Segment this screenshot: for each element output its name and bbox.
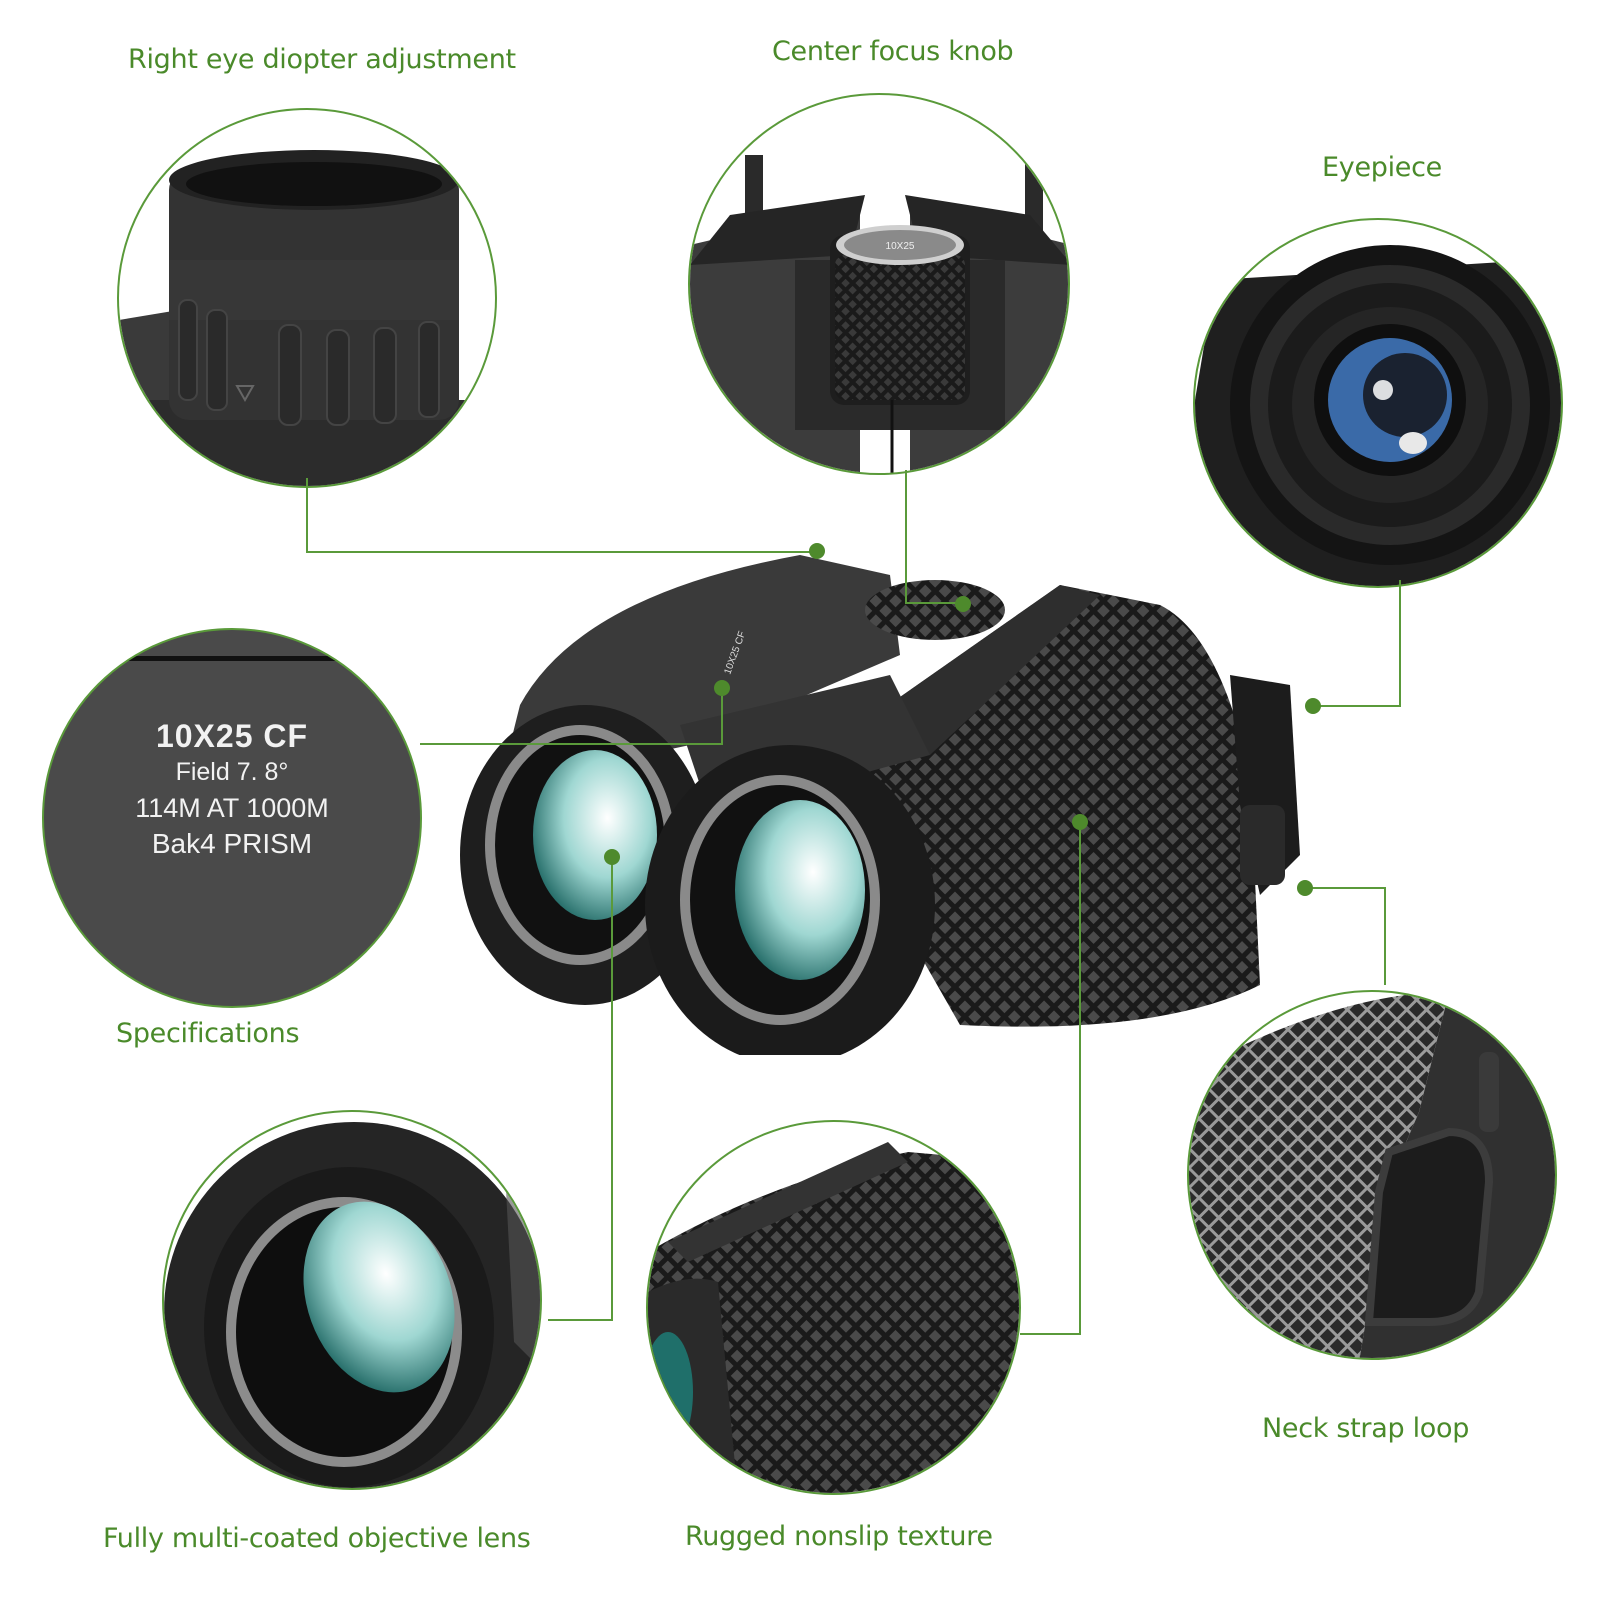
eyepiece-image [1195,245,1561,586]
detail-circle-specifications: 10X25 CF Field 7. 8° 114M AT 1000M Bak4 … [42,628,422,1008]
label-focus-knob: Center focus knob [772,36,1014,67]
diopter-marker-icon [235,385,255,403]
binoculars-main-image: 10X25 CF [460,555,1300,1055]
spec-model: 10X25 CF [155,718,309,754]
label-eyepiece: Eyepiece [1322,152,1442,183]
spec-field: Field 7. 8° [175,758,289,786]
body-seam [44,656,420,661]
texture-image [648,1142,1019,1493]
detail-circle-focus-knob: 10X25 [688,93,1070,475]
detail-circle-eyepiece [1193,218,1563,588]
label-objective-lens: Fully multi-coated objective lens [103,1523,531,1554]
label-diopter: Right eye diopter adjustment [128,44,516,75]
label-neck-strap: Neck strap loop [1262,1413,1470,1444]
label-texture: Rugged nonslip texture [685,1521,993,1552]
objective-lens-image [164,1122,540,1488]
detail-circle-neck-strap [1187,990,1557,1360]
spec-distance: 114M AT 1000M [135,793,329,823]
neck-strap-image [1189,992,1555,1358]
detail-circle-diopter [117,108,497,488]
detail-circle-objective-lens [162,1110,542,1490]
spec-prism: Bak4 PRISM [151,828,313,859]
focus-knob-image: 10X25 [690,155,1068,473]
label-specifications: Specifications [116,1018,300,1049]
knob-engraving: 10X25 [886,241,915,252]
dot-eyepiece [1305,698,1321,714]
detail-circle-texture [646,1120,1021,1495]
diopter-eyecup-image [119,150,495,486]
